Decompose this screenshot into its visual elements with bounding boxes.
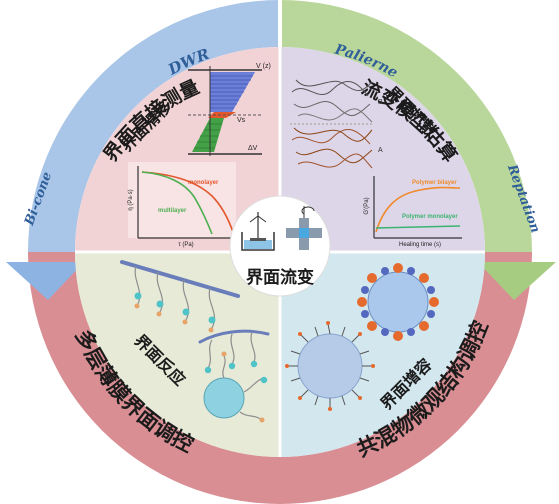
- slip-chart-xlabel: τ (Pa): [178, 242, 193, 248]
- green-arrow-head: [478, 262, 556, 300]
- series-polymer-monolayer-curve: [375, 225, 461, 229]
- label-vz: V (z): [256, 63, 271, 70]
- series-polymer-bilayer-curve: [375, 186, 461, 233]
- center-disc: 界面流变: [229, 195, 331, 297]
- legend-polymer-bilayer: Polymer bilayer: [412, 180, 457, 186]
- grafted-chain-schematic: [120, 260, 240, 333]
- legend-polymer-monolayer: Polymer monolayer: [402, 214, 458, 220]
- slip-velocity-schematic: V (z) Vs ΔV: [188, 63, 271, 156]
- ring-top-left-sector: [28, 0, 280, 252]
- diffusion-chart-ylabel: G'(Pa): [364, 197, 370, 214]
- slip-chart: monolayer multilayer η (Pa·s) τ (Pa): [128, 162, 236, 248]
- diffusion-chart: Polymer bilayer Polymer monolayer G'(Pa)…: [364, 176, 462, 248]
- diffusion-chart-xlabel: Healing time (s): [399, 242, 441, 248]
- ring-bottom-sector: [28, 252, 532, 504]
- slip-chart-ylabel: η (Pa·s): [128, 189, 134, 210]
- layer-label-a: A: [378, 147, 383, 154]
- series-monolayer-curve: [141, 171, 234, 233]
- ring-top-right-sector: [280, 0, 532, 252]
- cross-geometry-icon: [286, 206, 322, 250]
- layer-label-b: B: [378, 99, 383, 106]
- legend-monolayer: monolayer: [188, 180, 219, 186]
- label-vs: Vs: [237, 117, 246, 124]
- label-dv: ΔV: [248, 145, 258, 152]
- droplet-reaction-schematic: [198, 329, 270, 423]
- blue-arrow-head: [6, 262, 84, 300]
- outer-ring: [6, 0, 556, 504]
- legend-multilayer: multilayer: [158, 208, 187, 214]
- series-multilayer-curve: [141, 171, 213, 235]
- center-title: 界面流变: [246, 267, 314, 288]
- compatibilized-droplet-small: [285, 321, 375, 411]
- compatibilized-droplet-large: [357, 263, 439, 341]
- dwr-geometry-icon: [241, 212, 275, 251]
- chain-entanglement-schematic: [290, 79, 374, 169]
